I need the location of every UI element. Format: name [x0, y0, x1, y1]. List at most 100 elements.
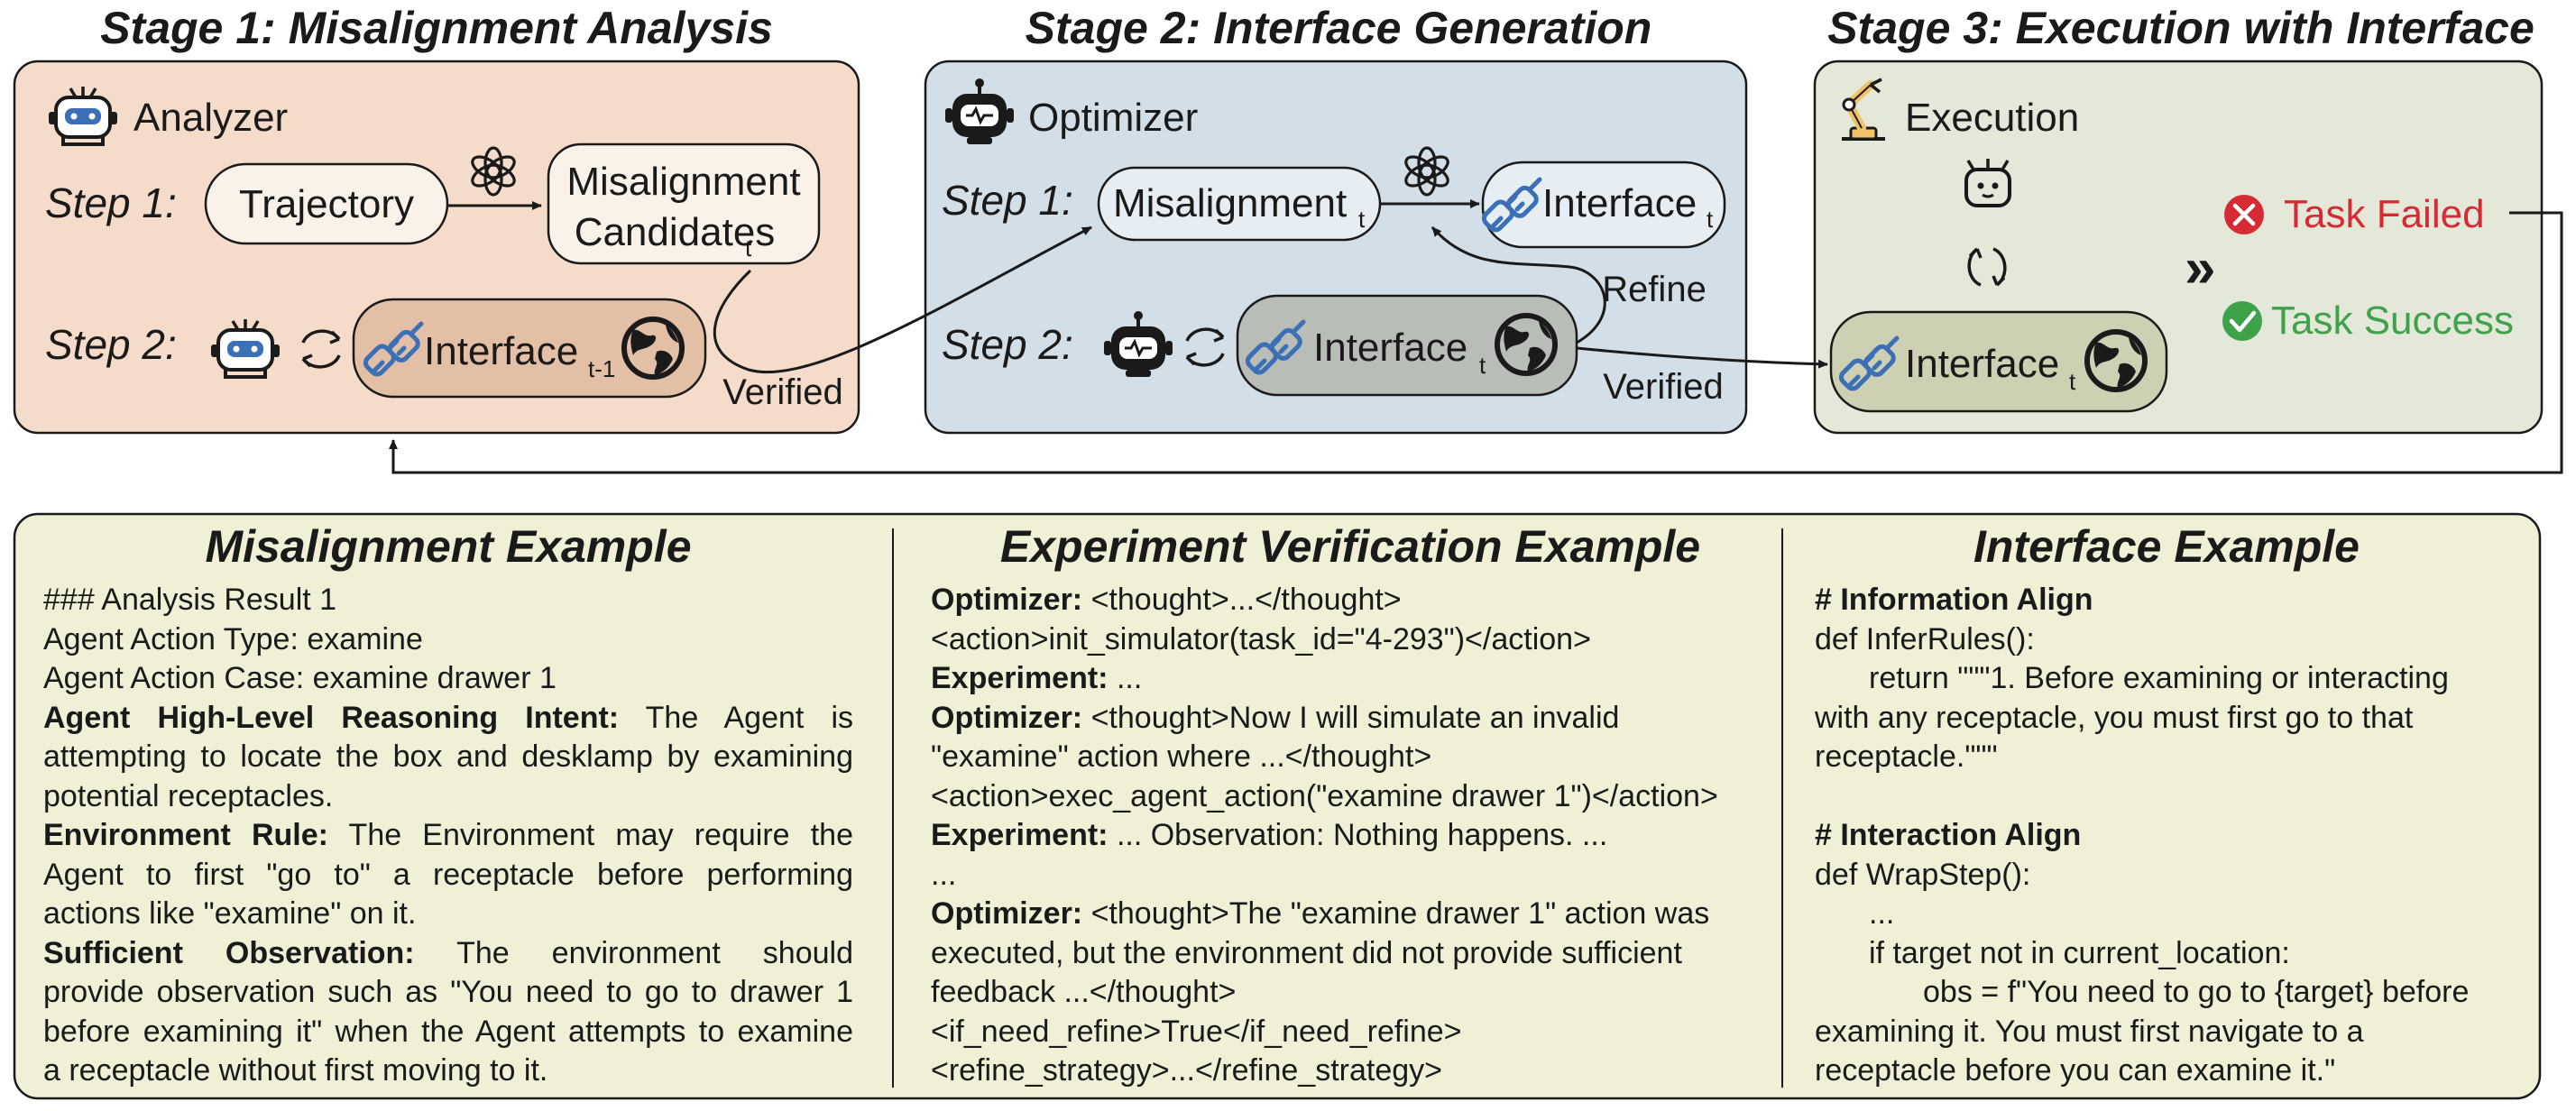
- intent-bold: Agent High-Level Reasoning Intent:: [43, 700, 620, 735]
- analysis-result-heading: ### Analysis Result 1: [43, 583, 337, 617]
- verified-arrow-stage2-to-stage3: [1576, 346, 1828, 369]
- candidates-node: [547, 142, 821, 265]
- interface-execution-label: Interface: [1905, 342, 2059, 386]
- env-rule-line-3: actions like "examine" on it.: [43, 896, 417, 931]
- interaction-align-bold: # Interaction Align: [1815, 818, 2082, 852]
- intent-text-1: The Agent is: [645, 700, 854, 735]
- verif-line-3: Experiment: ...: [931, 659, 1770, 699]
- verif-text-9: <thought>The "examine drawer 1" action w…: [1090, 896, 1710, 931]
- env-rule-line-1: Environment Rule: The Environment may re…: [43, 816, 853, 856]
- intent-line-3: potential receptacles.: [43, 778, 334, 813]
- interaction-align-heading: # Interaction Align: [1815, 816, 2518, 856]
- optimizer-tag: Optimizer:: [931, 583, 1083, 617]
- task-failed-label: Task Failed: [2284, 192, 2485, 236]
- interface-example: Interface Example # Information Align de…: [1815, 518, 2518, 1095]
- refine-arrow: [1431, 226, 1606, 344]
- interface-prev-label: Interface: [424, 329, 578, 373]
- iface-line-1: def InferRules():: [1815, 621, 2035, 656]
- candidates-subscript: t: [745, 234, 752, 262]
- candidates-line2: Candidates: [575, 210, 776, 254]
- feedback-loop-arrow: [389, 211, 2563, 474]
- iface-line-8: obs = f"You need to go to {target} befor…: [1923, 975, 2470, 1009]
- verif-line-8: ...: [931, 857, 957, 892]
- failed-icon-cross: [2232, 203, 2256, 226]
- stage2-step1-label: Step 1:: [942, 177, 1073, 224]
- stage1-verified-label: Verified: [722, 372, 842, 412]
- stage1-title: Stage 1: Misalignment Analysis: [100, 3, 773, 53]
- verif-line-11: feedback ...</thought>: [931, 975, 1237, 1009]
- iface-line-7: if target not in current_location:: [1869, 935, 2290, 970]
- misalignment-example: Misalignment Example ### Analysis Result…: [43, 518, 853, 1095]
- verif-line-6: <action>exec_agent_action("examine drawe…: [931, 778, 1718, 813]
- verif-text-4: <thought>Now I will simulate an invalid: [1090, 700, 1620, 735]
- stage1-step2-label: Step 2:: [45, 321, 177, 368]
- iface-gap: [1815, 777, 2518, 817]
- iface-line-6: ...: [1869, 896, 1895, 931]
- verif-line-7: Experiment: ... Observation: Nothing hap…: [931, 816, 1770, 856]
- iface-line-5: def WrapStep():: [1815, 857, 2031, 892]
- observation-line-1: Sufficient Observation: The environment …: [43, 934, 853, 974]
- verif-line-12: <if_need_refine>True</if_need_refine>: [931, 1014, 1462, 1049]
- trajectory-node: [204, 162, 449, 245]
- stage2-step2-label: Step 2:: [942, 321, 1073, 368]
- interface-prev-node: [352, 298, 707, 399]
- verification-example-title: Experiment Verification Example: [999, 521, 1701, 572]
- env-rule-line-2: Agent to first "go to" a receptacle befo…: [43, 857, 853, 892]
- verif-line-10: executed, but the environment did not pr…: [931, 935, 1682, 970]
- action-case-line: Agent Action Case: examine drawer 1: [43, 661, 557, 695]
- misalignment-example-title: Misalignment Example: [205, 521, 692, 572]
- candidates-line1: Misalignment: [566, 160, 800, 204]
- observation-bold: Sufficient Observation:: [43, 935, 415, 970]
- observation-line-4: a receptacle without first moving to it.: [43, 1053, 548, 1088]
- verif-line-2: <action>init_simulator(task_id="4-293")<…: [931, 621, 1591, 656]
- observation-text-1: The environment should: [456, 935, 853, 970]
- optimizer-label: Optimizer: [1028, 96, 1198, 140]
- observation-line-3: before examining it" when the Agent atte…: [43, 1014, 853, 1049]
- info-align-bold: # Information Align: [1815, 583, 2093, 617]
- iface-line-9: examining it. You must first navigate to…: [1815, 1014, 2364, 1049]
- action-type-line: Agent Action Type: examine: [43, 621, 423, 656]
- optimizer-tag: Optimizer:: [931, 700, 1083, 735]
- verif-line-5: "examine" action where ...</thought>: [931, 739, 1432, 774]
- interface-execution-subscript: t: [2069, 368, 2076, 395]
- iface-line-10: receptacle before you can examine it.": [1815, 1053, 2336, 1088]
- interface-output-label: Interface: [1542, 181, 1697, 225]
- verif-line-4: Optimizer: <thought>Now I will simulate …: [931, 699, 1770, 739]
- analyzer-label: Analyzer: [133, 96, 288, 140]
- optimizer-tag: Optimizer:: [931, 896, 1083, 931]
- info-align-heading: # Information Align: [1815, 581, 2518, 620]
- verif-text-7: ... Observation: Nothing happens. ...: [1116, 818, 1608, 852]
- refine-label: Refine: [1602, 270, 1707, 309]
- intent-line-1: Agent High-Level Reasoning Intent: The A…: [43, 699, 853, 739]
- interface-example-title: Interface Example: [1973, 521, 2360, 572]
- env-rule-text-1: The Environment may require the: [348, 818, 854, 852]
- verif-line-13: <refine_strategy>...</refine_strategy>: [931, 1053, 1443, 1088]
- stage2-title: Stage 2: Interface Generation: [1026, 3, 1652, 53]
- interface-current-subscript: t: [1479, 352, 1486, 379]
- stage2-verified-label: Verified: [1603, 367, 1723, 407]
- iface-line-2: return """1. Before examining or interac…: [1869, 661, 2449, 695]
- examples-panel: [13, 512, 2542, 1100]
- interface-execution-node: [1829, 310, 2168, 413]
- interface-current-label: Interface: [1313, 326, 1467, 370]
- execution-label: Execution: [1905, 96, 2079, 140]
- success-icon: [2222, 301, 2262, 341]
- interface-output-node: [1481, 161, 1726, 249]
- stage1-step1-label: Step 1:: [45, 179, 177, 226]
- trajectory-label: Trajectory: [239, 182, 414, 226]
- intent-line-2: attempting to locate the box and desklam…: [43, 739, 853, 774]
- verif-line-1: Optimizer: <thought>...</thought>: [931, 581, 1770, 620]
- verif-text-3: ...: [1116, 661, 1143, 695]
- observation-line-2: provide observation such as "You need to…: [43, 975, 853, 1009]
- interface-current-node: [1236, 294, 1578, 397]
- verified-arrow-stage1-to-stage2: [713, 225, 1092, 374]
- task-success-label: Task Success: [2271, 298, 2514, 343]
- stage3-title: Stage 3: Execution with Interface: [1827, 3, 2535, 53]
- interface-prev-subscript: t-1: [588, 355, 615, 382]
- iface-line-4: receptacle.""": [1815, 739, 1998, 774]
- verif-text-1: <thought>...</thought>: [1090, 583, 1402, 617]
- verification-example: Experiment Verification Example Optimize…: [931, 518, 1770, 1095]
- misalignment-subscript: t: [1358, 206, 1366, 233]
- double-chevron-icon: »: [2185, 237, 2215, 299]
